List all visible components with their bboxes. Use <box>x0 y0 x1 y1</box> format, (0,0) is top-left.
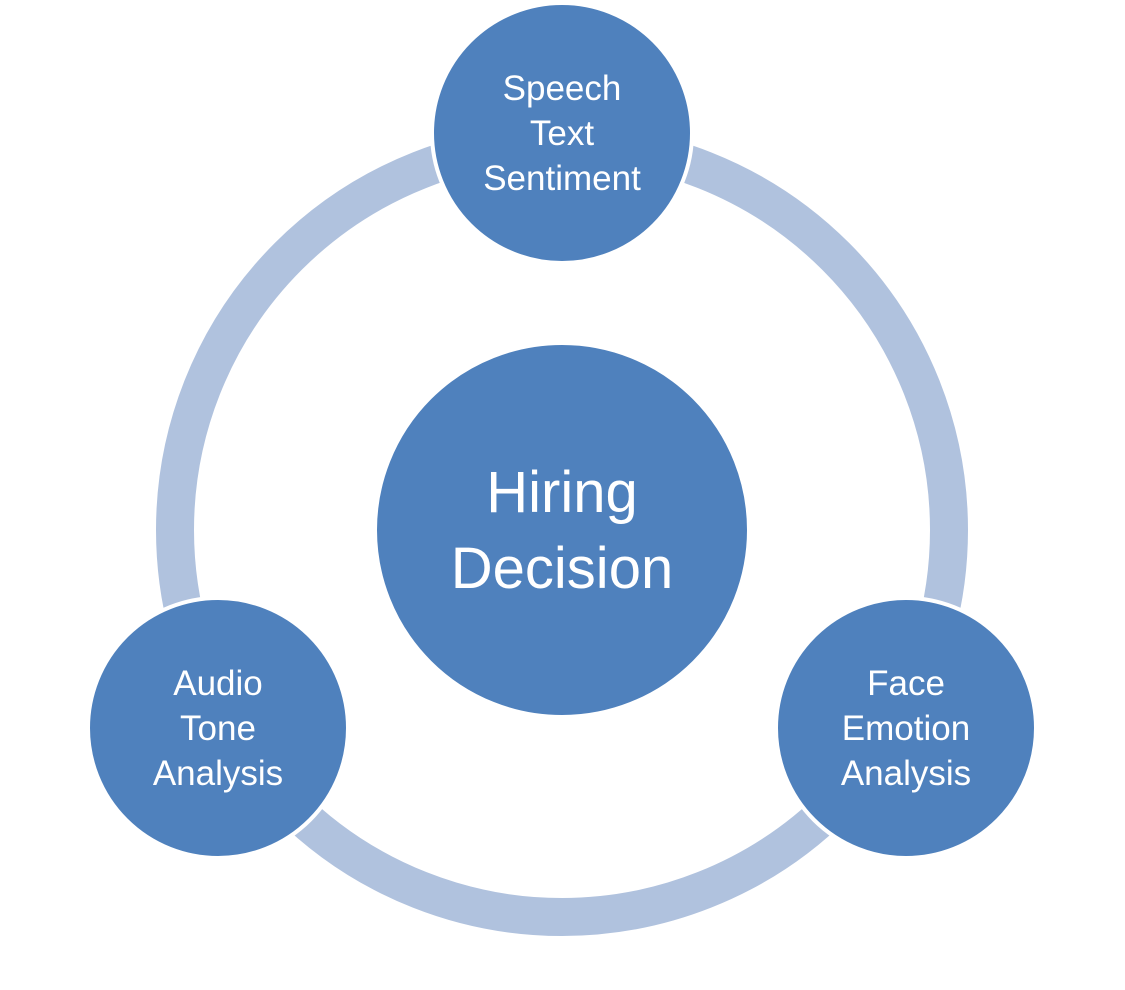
node-circle-audio-tone-analysis <box>86 596 350 860</box>
center-label-line-1: Hiring <box>486 460 638 525</box>
node-label-tone: Tone <box>180 709 256 748</box>
node-label-emotion: Emotion <box>842 709 970 748</box>
node-speech-text-sentiment: Speech Text Sentiment <box>430 1 694 265</box>
node-label-analysis-audio: Analysis <box>153 754 283 793</box>
node-label-audio: Audio <box>173 664 263 703</box>
node-label-analysis-face: Analysis <box>841 754 971 793</box>
node-circle-speech-text-sentiment <box>430 1 694 265</box>
node-label-sentiment: Sentiment <box>483 159 641 198</box>
center-circle <box>373 341 751 719</box>
node-label-face: Face <box>867 664 945 703</box>
node-face-emotion-analysis: Face Emotion Analysis <box>774 596 1038 860</box>
node-label-speech: Speech <box>503 69 622 108</box>
center-label-line-2: Decision <box>451 536 673 601</box>
node-audio-tone-analysis: Audio Tone Analysis <box>86 596 350 860</box>
node-label-text: Text <box>530 114 594 153</box>
center-node-hiring-decision: Hiring Decision <box>373 341 751 719</box>
node-circle-face-emotion-analysis <box>774 596 1038 860</box>
